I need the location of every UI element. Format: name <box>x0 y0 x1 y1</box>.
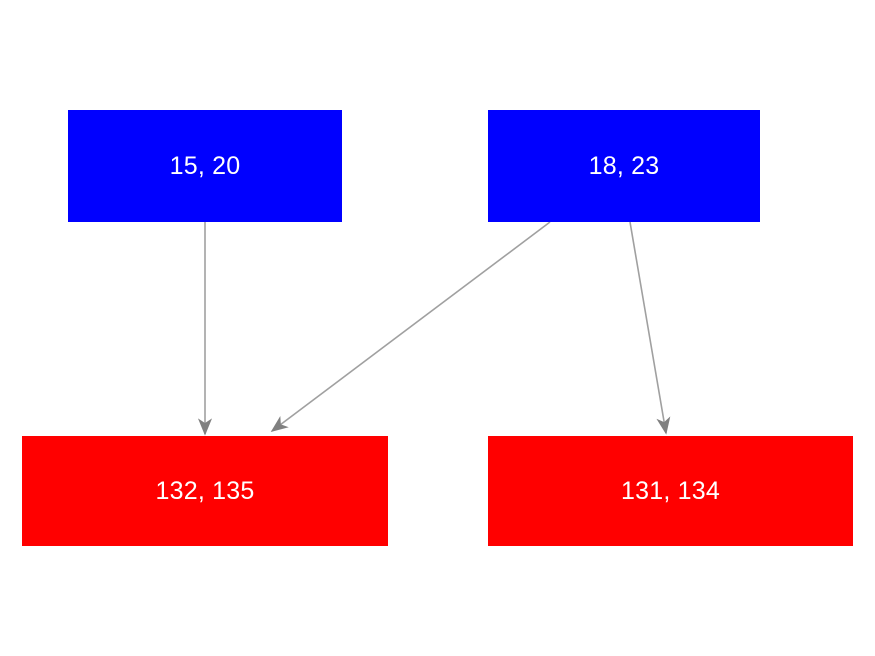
edge-n1-to-n3 <box>629 221 671 435</box>
diagram-node-target-2[interactable]: 131, 134 <box>488 436 853 546</box>
edge-line <box>270 221 551 432</box>
diagram-node-target-1[interactable]: 132, 135 <box>22 436 388 546</box>
node-label: 132, 135 <box>155 476 255 505</box>
diagram-node-source-1[interactable]: 15, 20 <box>68 110 342 222</box>
node-label: 15, 20 <box>169 151 241 180</box>
edge-line <box>629 221 671 435</box>
node-label: 131, 134 <box>621 476 720 505</box>
node-label: 18, 23 <box>588 151 660 180</box>
diagram-node-source-2[interactable]: 18, 23 <box>488 110 760 222</box>
edge-n1-to-n2 <box>270 221 551 432</box>
